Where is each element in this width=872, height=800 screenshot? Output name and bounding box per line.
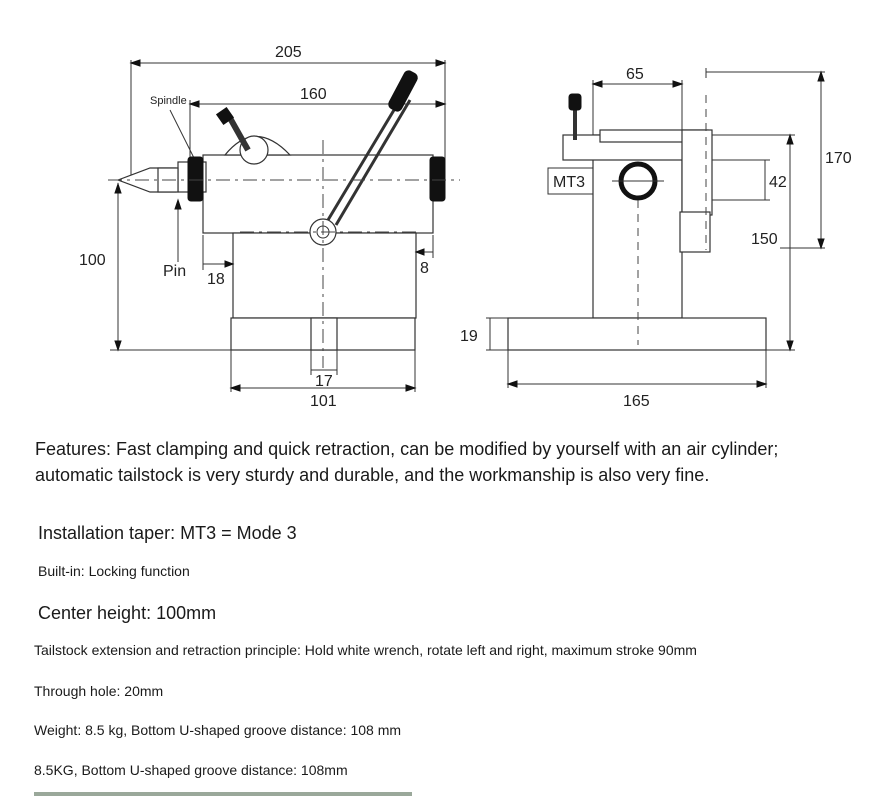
label-pin: Pin [163, 263, 186, 280]
spec-center-height: Center height: 100mm [38, 603, 217, 623]
dim-170: 170 [825, 150, 852, 167]
spec-weight: Weight: 8.5 kg, Bottom U-shaped groove d… [34, 722, 402, 738]
dim-42: 42 [769, 174, 787, 191]
dim-101: 101 [310, 393, 337, 410]
technical-drawing: 205 160 Spindle [79, 44, 852, 410]
front-view: 205 160 Spindle [79, 44, 460, 410]
spec-through-hole: Through hole: 20mm [34, 683, 164, 699]
dim-17: 17 [315, 373, 333, 390]
features-line-1: Features: Fast clamping and quick retrac… [35, 439, 779, 459]
label-spindle: Spindle [150, 95, 187, 107]
dim-160: 160 [300, 86, 327, 103]
dim-150: 150 [751, 231, 778, 248]
spec-taper: Installation taper: MT3 = Mode 3 [38, 523, 297, 543]
side-view: 65 MT3 170 42 [460, 66, 852, 410]
dim-165: 165 [623, 393, 650, 410]
dim-205: 205 [275, 44, 302, 61]
dim-18: 18 [207, 271, 225, 288]
label-mt3: MT3 [553, 174, 585, 191]
spec-builtin: Built-in: Locking function [38, 563, 190, 579]
spec-weight-alt: 8.5KG, Bottom U-shaped groove distance: … [34, 762, 348, 778]
dim-100: 100 [79, 252, 106, 269]
dim-19: 19 [460, 328, 478, 345]
features-line-2: automatic tailstock is very sturdy and d… [35, 465, 710, 485]
dim-65: 65 [626, 66, 644, 83]
dim-8: 8 [420, 260, 429, 277]
bottom-divider [34, 792, 412, 796]
spec-principle: Tailstock extension and retraction princ… [34, 642, 697, 658]
